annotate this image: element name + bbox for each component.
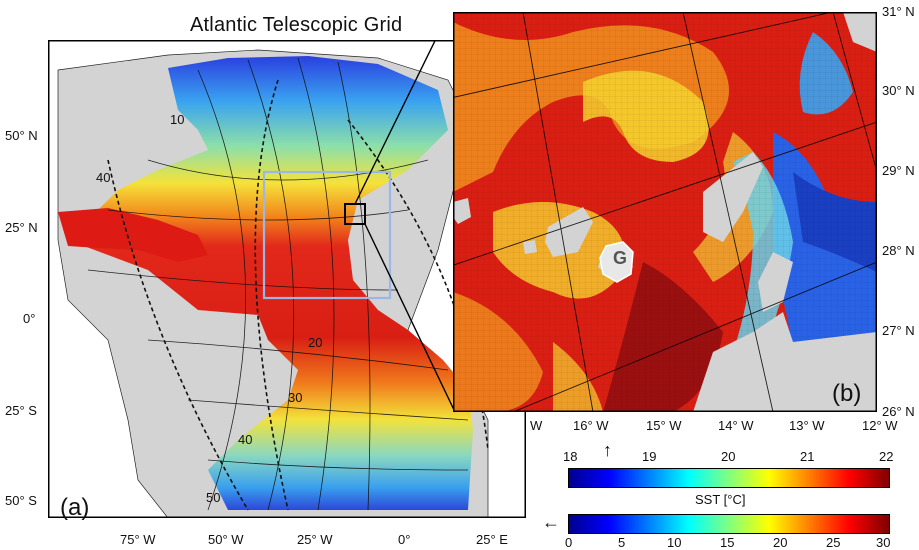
cb-bot-tick-5: 5 (618, 535, 626, 550)
cb-top-tick-19: 19 (642, 449, 657, 464)
cb-bot-tick-10: 10 (667, 535, 682, 550)
panel-a-map (48, 40, 526, 518)
left-arrow-icon: ← (542, 512, 560, 532)
lat-label-50s: 50° S (5, 493, 37, 508)
cb-top-tick-22: 22 (879, 449, 894, 464)
lat-label-31n: 31° N (882, 4, 915, 19)
panel-b-svg (453, 12, 877, 412)
marker-g (599, 241, 634, 283)
colorbar-bottom (568, 514, 890, 534)
contour-label-10: 10 (170, 112, 185, 127)
lon-label-13w: 13° W (789, 418, 825, 433)
colorbar-top (568, 468, 890, 488)
cb-top-tick-18: 18 (563, 449, 578, 464)
lat-label-28n: 28° N (882, 243, 915, 258)
lon-label-12w: 12° W (862, 418, 898, 433)
cb-bot-tick-25: 25 (826, 535, 841, 550)
panel-a-label: (a) (60, 494, 90, 521)
lon-label-25e: 25° E (476, 532, 508, 547)
cb-bot-tick-20: 20 (773, 535, 788, 550)
cb-bot-tick-0: 0 (565, 535, 573, 550)
lat-label-26n: 26° N (882, 404, 915, 419)
lon-label-75w: 75° W (120, 532, 156, 547)
marker-g-label: G (613, 248, 628, 268)
caribbean-sst (58, 208, 208, 262)
up-arrow-icon: ↑ (603, 440, 612, 460)
panel-b-label: (b) (832, 380, 862, 407)
lon-label-w: W (530, 418, 543, 433)
lon-label-0: 0° (398, 532, 411, 547)
lon-label-15w: 15° W (646, 418, 682, 433)
cb-top-tick-21: 21 (800, 449, 815, 464)
lon-label-25w: 25° W (297, 532, 333, 547)
lat-label-25n: 25° N (5, 220, 38, 235)
zoom-region-box (262, 170, 392, 300)
lon-label-16w: 16° W (573, 418, 609, 433)
lon-label-50w: 50° W (208, 532, 244, 547)
lat-label-30n: 30° N (882, 83, 915, 98)
lat-label-25s: 25° S (5, 403, 37, 418)
figure-title: Atlantic Telescopic Grid (190, 14, 403, 36)
cb-top-tick-20: 20 (721, 449, 736, 464)
lat-label-29n: 29° N (882, 163, 915, 178)
lat-label-0: 0° (23, 311, 36, 326)
contour-label-20: 20 (308, 335, 323, 350)
panel-b-frame (453, 12, 877, 412)
contour-label-40a: 40 (96, 170, 111, 185)
panel-b-map (453, 12, 877, 412)
panel-a-svg (48, 40, 526, 518)
lon-label-14w: 14° W (718, 418, 754, 433)
colorbar-label: SST [°C] (695, 492, 746, 507)
contour-label-30: 30 (288, 390, 303, 405)
telescopic-grid (87, 57, 469, 511)
lat-label-50n: 50° N (5, 128, 38, 143)
cb-bot-tick-30: 30 (876, 535, 891, 550)
contour-label-40b: 40 (238, 432, 253, 447)
contour-label-50: 50 (206, 490, 221, 505)
lat-label-27n: 27° N (882, 323, 915, 338)
cb-bot-tick-15: 15 (720, 535, 735, 550)
